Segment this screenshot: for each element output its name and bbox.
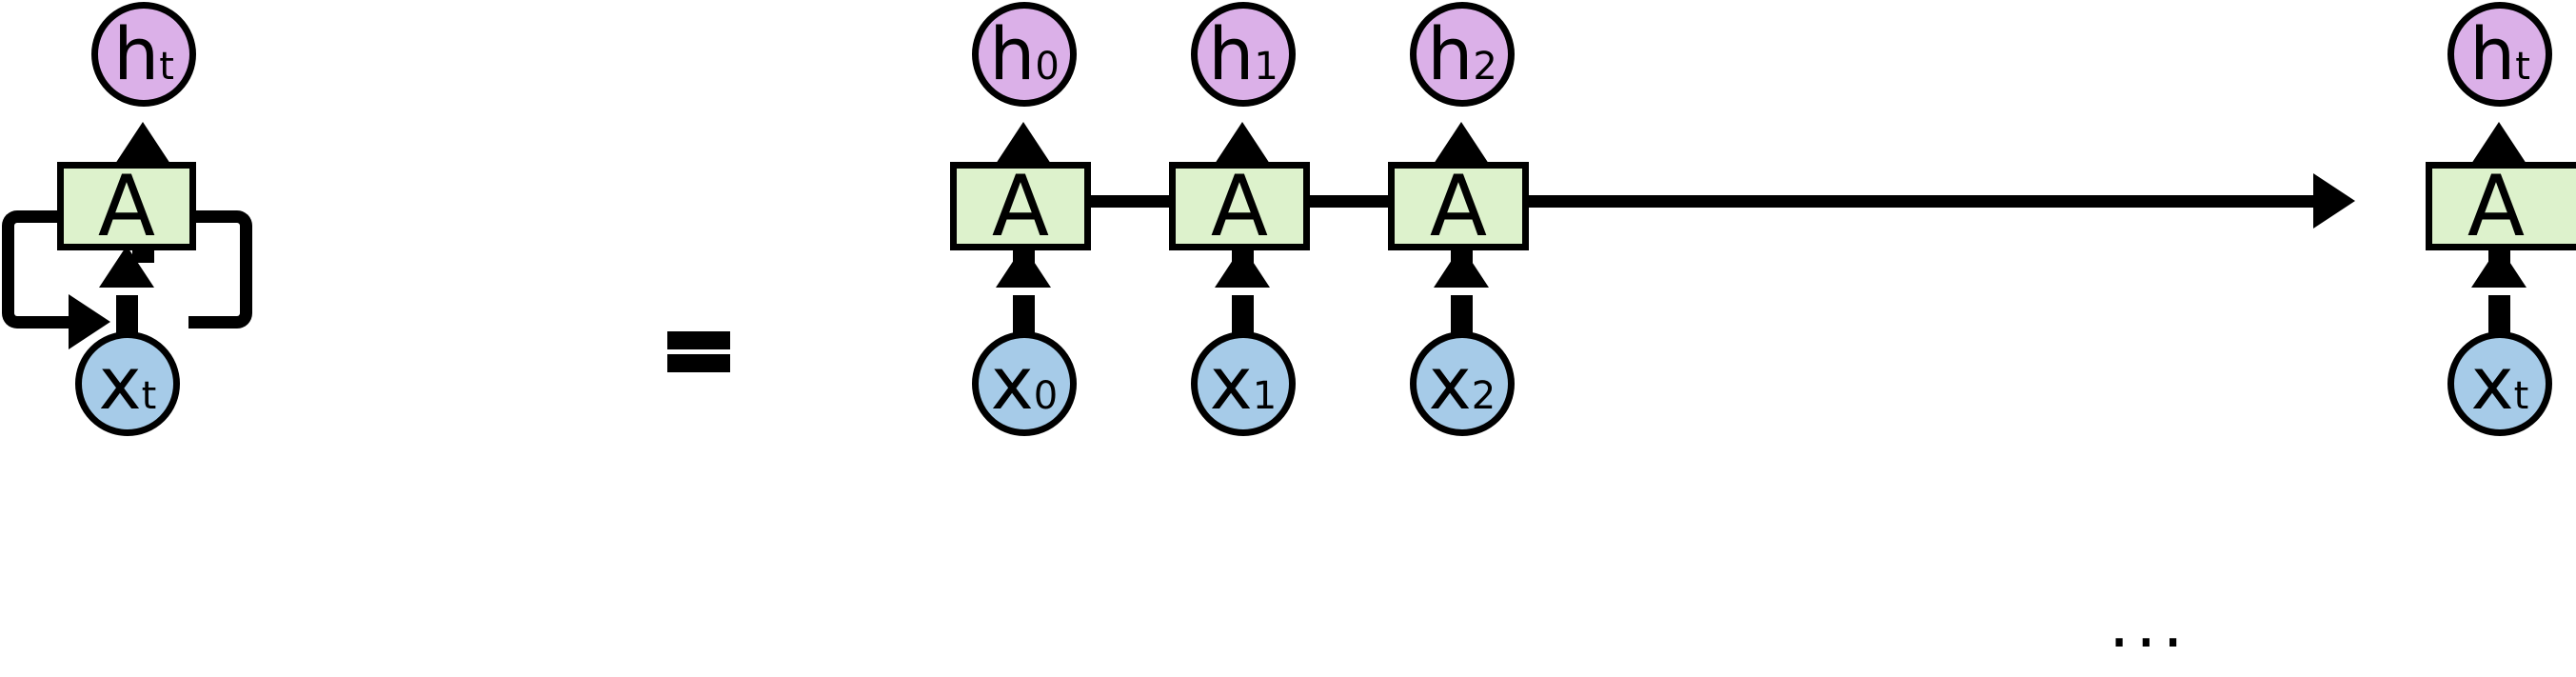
state-arrow-head-2-t [2313, 173, 2355, 229]
unrolled-cell-box-0: A [950, 162, 1091, 250]
unrolled-output-subscript-1: 1 [1254, 45, 1278, 89]
folded-loop-left-corner [2, 210, 36, 329]
unrolled-output-base-2: h [1427, 11, 1474, 96]
unrolled-input-base-2: x [1428, 341, 1472, 426]
unrolled-input-arrow-head-t [2471, 246, 2526, 288]
unrolled-output-arrow-head-0 [996, 122, 1051, 164]
unrolled-input-arrow-head-1 [1215, 246, 1270, 288]
unrolled-input-subscript-t: t [2513, 374, 2529, 418]
unrolled-output-base-0: h [989, 11, 1036, 96]
unrolled-input-arrow-shaft-0 [1013, 295, 1035, 341]
folded-loop-bottom-left-run [24, 316, 76, 329]
unrolled-input-arrow-shaft-2 [1451, 295, 1473, 341]
unrolled-cell-label-t: A [2467, 156, 2526, 255]
unrolled-cell-label-0: A [991, 156, 1050, 255]
folded-input-base: x [98, 341, 142, 426]
unrolled-output-subscript-0: 0 [1035, 45, 1060, 89]
unrolled-input-subscript-0: 0 [1033, 374, 1059, 418]
unrolled-cell-label-2: A [1429, 156, 1488, 255]
unrolled-output-subscript-2: 2 [1473, 45, 1497, 89]
unrolled-output-base-1: h [1208, 11, 1255, 96]
unrolled-output-arrow-head-t [2471, 122, 2526, 164]
unrolled-input-base-t: x [2470, 341, 2514, 426]
unrolled-input-subscript-2: 2 [1471, 374, 1496, 418]
unrolled-input-arrow-shaft-1 [1232, 295, 1254, 341]
unrolled-input-subscript-1: 1 [1252, 374, 1278, 418]
folded-output-arrow-head [115, 122, 170, 164]
unrolled-input-arrow-head-2 [1434, 246, 1489, 288]
state-arrow-shaft-2-t [1529, 195, 2319, 208]
unrolled-cell-box-t: A [2426, 162, 2576, 250]
folded-cell-box: A [57, 162, 196, 250]
unrolled-output-arrow-head-1 [1215, 122, 1270, 164]
unrolled-cell-box-2: A [1388, 162, 1529, 250]
equals-bar-bottom [667, 354, 730, 372]
unrolled-input-arrow-shaft-t [2488, 295, 2510, 341]
unrolled-cell-label-1: A [1210, 156, 1269, 255]
unrolled-cell-box-1: A [1169, 162, 1310, 250]
folded-input-arrow-shaft [116, 295, 138, 341]
folded-output-subscript: t [159, 45, 174, 89]
sequence-ellipsis: ... [2109, 585, 2190, 663]
unrolled-input-base-0: x [990, 341, 1034, 426]
unrolled-output-base-t: h [2469, 11, 2516, 96]
folded-cell-label: A [97, 156, 156, 255]
folded-input-arrow-head [99, 246, 154, 288]
unrolled-input-arrow-head-0 [996, 246, 1051, 288]
unrolled-output-subscript-t: t [2515, 45, 2530, 89]
equals-sign [667, 331, 730, 372]
equals-bar-top [667, 331, 730, 349]
unrolled-input-base-1: x [1209, 341, 1253, 426]
unrolled-output-arrow-head-2 [1434, 122, 1489, 164]
folded-output-base: h [113, 11, 160, 96]
folded-input-subscript: t [141, 374, 157, 418]
folded-loop-right-corner [218, 210, 252, 329]
folded-loop-bottom-right-run [188, 316, 234, 329]
